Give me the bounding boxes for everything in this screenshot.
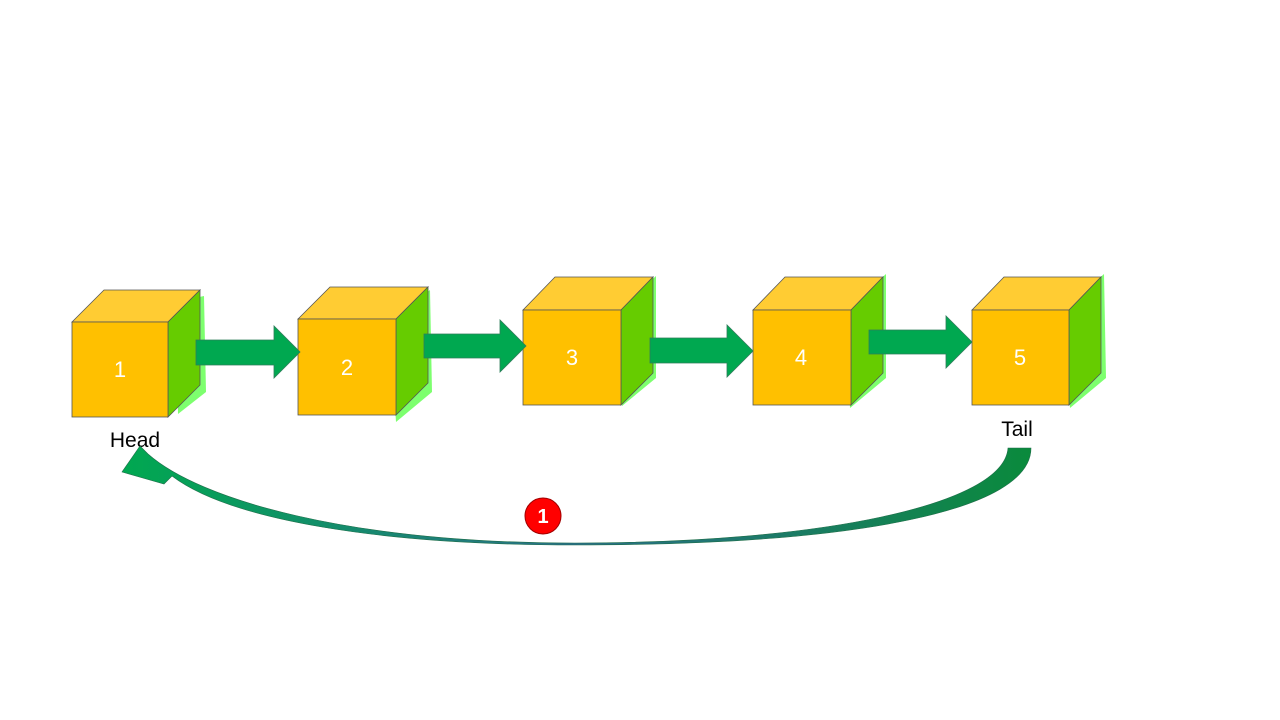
node-1-label: 1 (114, 357, 126, 382)
node-5-label: 5 (1014, 345, 1026, 370)
node-5: 5 (971, 274, 1106, 408)
node-1-front (71, 321, 169, 418)
head-label: Head (110, 429, 160, 452)
node-4-label: 4 (795, 345, 807, 370)
node-3-front (522, 309, 622, 406)
step-badge: 1 (524, 497, 562, 535)
arrow-3-to-4 (649, 324, 754, 378)
node-3-label: 3 (566, 345, 578, 370)
node-3: 3 (522, 276, 656, 406)
node-1: 1 (71, 289, 206, 418)
node-4-front (752, 309, 852, 406)
tail-label: Tail (1001, 418, 1033, 441)
tail-to-head-curved-arrow (121, 445, 1032, 546)
arrow-4-to-5 (868, 315, 973, 369)
node-2-label: 2 (341, 355, 353, 380)
node-4: 4 (752, 274, 886, 408)
node-5-front (971, 309, 1070, 406)
step-badge-number: 1 (537, 506, 548, 528)
step-badge-circle (524, 497, 562, 535)
node-2-front (297, 318, 397, 416)
arrow-1-to-2 (195, 325, 301, 379)
node-2: 2 (297, 286, 432, 422)
arrow-2-to-3 (423, 319, 527, 373)
